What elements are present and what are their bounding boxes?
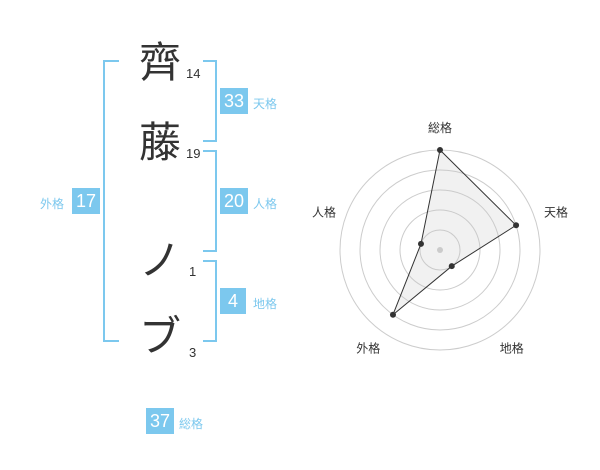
jinkaku-bracket (203, 150, 217, 252)
chikaku-label: 地格 (253, 297, 278, 311)
name-char-4: ブ (138, 312, 181, 361)
name-char-3: ノ (138, 236, 181, 285)
tenkaku-label: 天格 (253, 97, 278, 111)
radar-point-5 (417, 240, 424, 247)
chikaku-value: 4 (220, 288, 246, 314)
stroke-count-3: 1 (189, 264, 197, 279)
jinkaku-value: 20 (220, 188, 248, 214)
radar-polygon (392, 148, 517, 316)
stroke-count-4: 3 (189, 345, 197, 360)
name-char-1: 齊 (138, 38, 181, 87)
chikaku-bracket (203, 260, 217, 342)
gaikaku-label: 外格 (40, 197, 65, 211)
radar-point-4 (389, 311, 396, 318)
radar-axis-label-3: 地格 (500, 341, 524, 356)
radar-axis-label-4: 外格 (356, 341, 380, 356)
radar-axis-label-2: 天格 (544, 204, 568, 219)
radar-axis-label-5: 人格 (312, 204, 336, 219)
soukaku-value: 37 (146, 408, 174, 434)
radar-point-1 (437, 147, 443, 153)
tenkaku-bracket (203, 60, 217, 142)
radar-ring-2 (399, 209, 481, 291)
gaikaku-value: 17 (72, 188, 100, 214)
soukaku-label: 総格 (179, 417, 204, 431)
radar-point-2 (513, 222, 520, 229)
radar-ring-3 (379, 189, 501, 311)
jinkaku-label: 人格 (253, 197, 278, 211)
radar-center (437, 247, 443, 253)
stroke-count-2: 19 (186, 146, 201, 161)
gaikaku-bracket (103, 60, 119, 342)
radar-point-3 (448, 263, 455, 270)
name-char-2: 藤 (138, 118, 181, 167)
radar-ring-1 (419, 229, 461, 271)
tenkaku-value: 33 (220, 88, 248, 114)
radar-ring-4 (359, 169, 521, 331)
radar-axis-label-1: 総格 (428, 120, 452, 135)
stroke-count-1: 14 (186, 66, 201, 81)
